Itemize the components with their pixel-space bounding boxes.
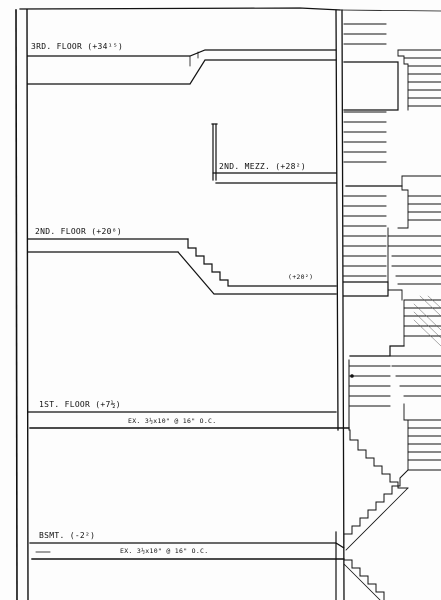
edge-hatching [413,295,441,347]
lower-stair-flight-c [343,559,385,600]
top-border [19,7,341,11]
right-stair-run-2 [387,175,441,301]
third-floor-slab [27,49,337,57]
left-wall-inner [26,9,29,600]
second-floor-stair [187,238,337,287]
column-line-a [335,9,339,431]
joist-note-lower: EX. 3½x10" @ 16" O.C. [120,547,209,555]
column-line-b [341,9,345,600]
lower-stair-stringer-c [343,563,381,600]
first-floor-label: 1ST. FLOOR (+7½) [39,400,121,409]
lower-stair-stringer-b [345,487,409,551]
landing-mid [343,281,389,297]
second-floor-label: 2ND. FLOOR (+20⁸) [35,227,122,236]
landing-elevation-label: (+20²) [288,273,314,281]
third-floor-slab-under [27,59,337,85]
joist-note-upper: EX. 3½x10" @ 16" O.C. [128,417,217,425]
basement-label: BSMT. (-2²) [39,531,96,540]
landing-upper [343,61,399,111]
lower-stair-flight-a [349,429,409,489]
right-stair-run-3 [389,299,441,397]
second-floor-ramp [177,251,337,295]
top-right-border [339,9,441,12]
landing-low [349,345,405,357]
right-stair-run-4 [403,403,441,471]
lower-stair-flight-b [343,469,409,543]
reference-dot [350,374,354,378]
left-wall-outer [15,9,18,600]
right-stair-run-1 [397,49,441,111]
central-stair-treads [343,23,391,407]
third-floor-label: 3RD. FLOOR (+34¹⁵) [31,42,124,51]
second-mezz-label: 2ND. MEZZ. (+28²) [219,162,306,171]
